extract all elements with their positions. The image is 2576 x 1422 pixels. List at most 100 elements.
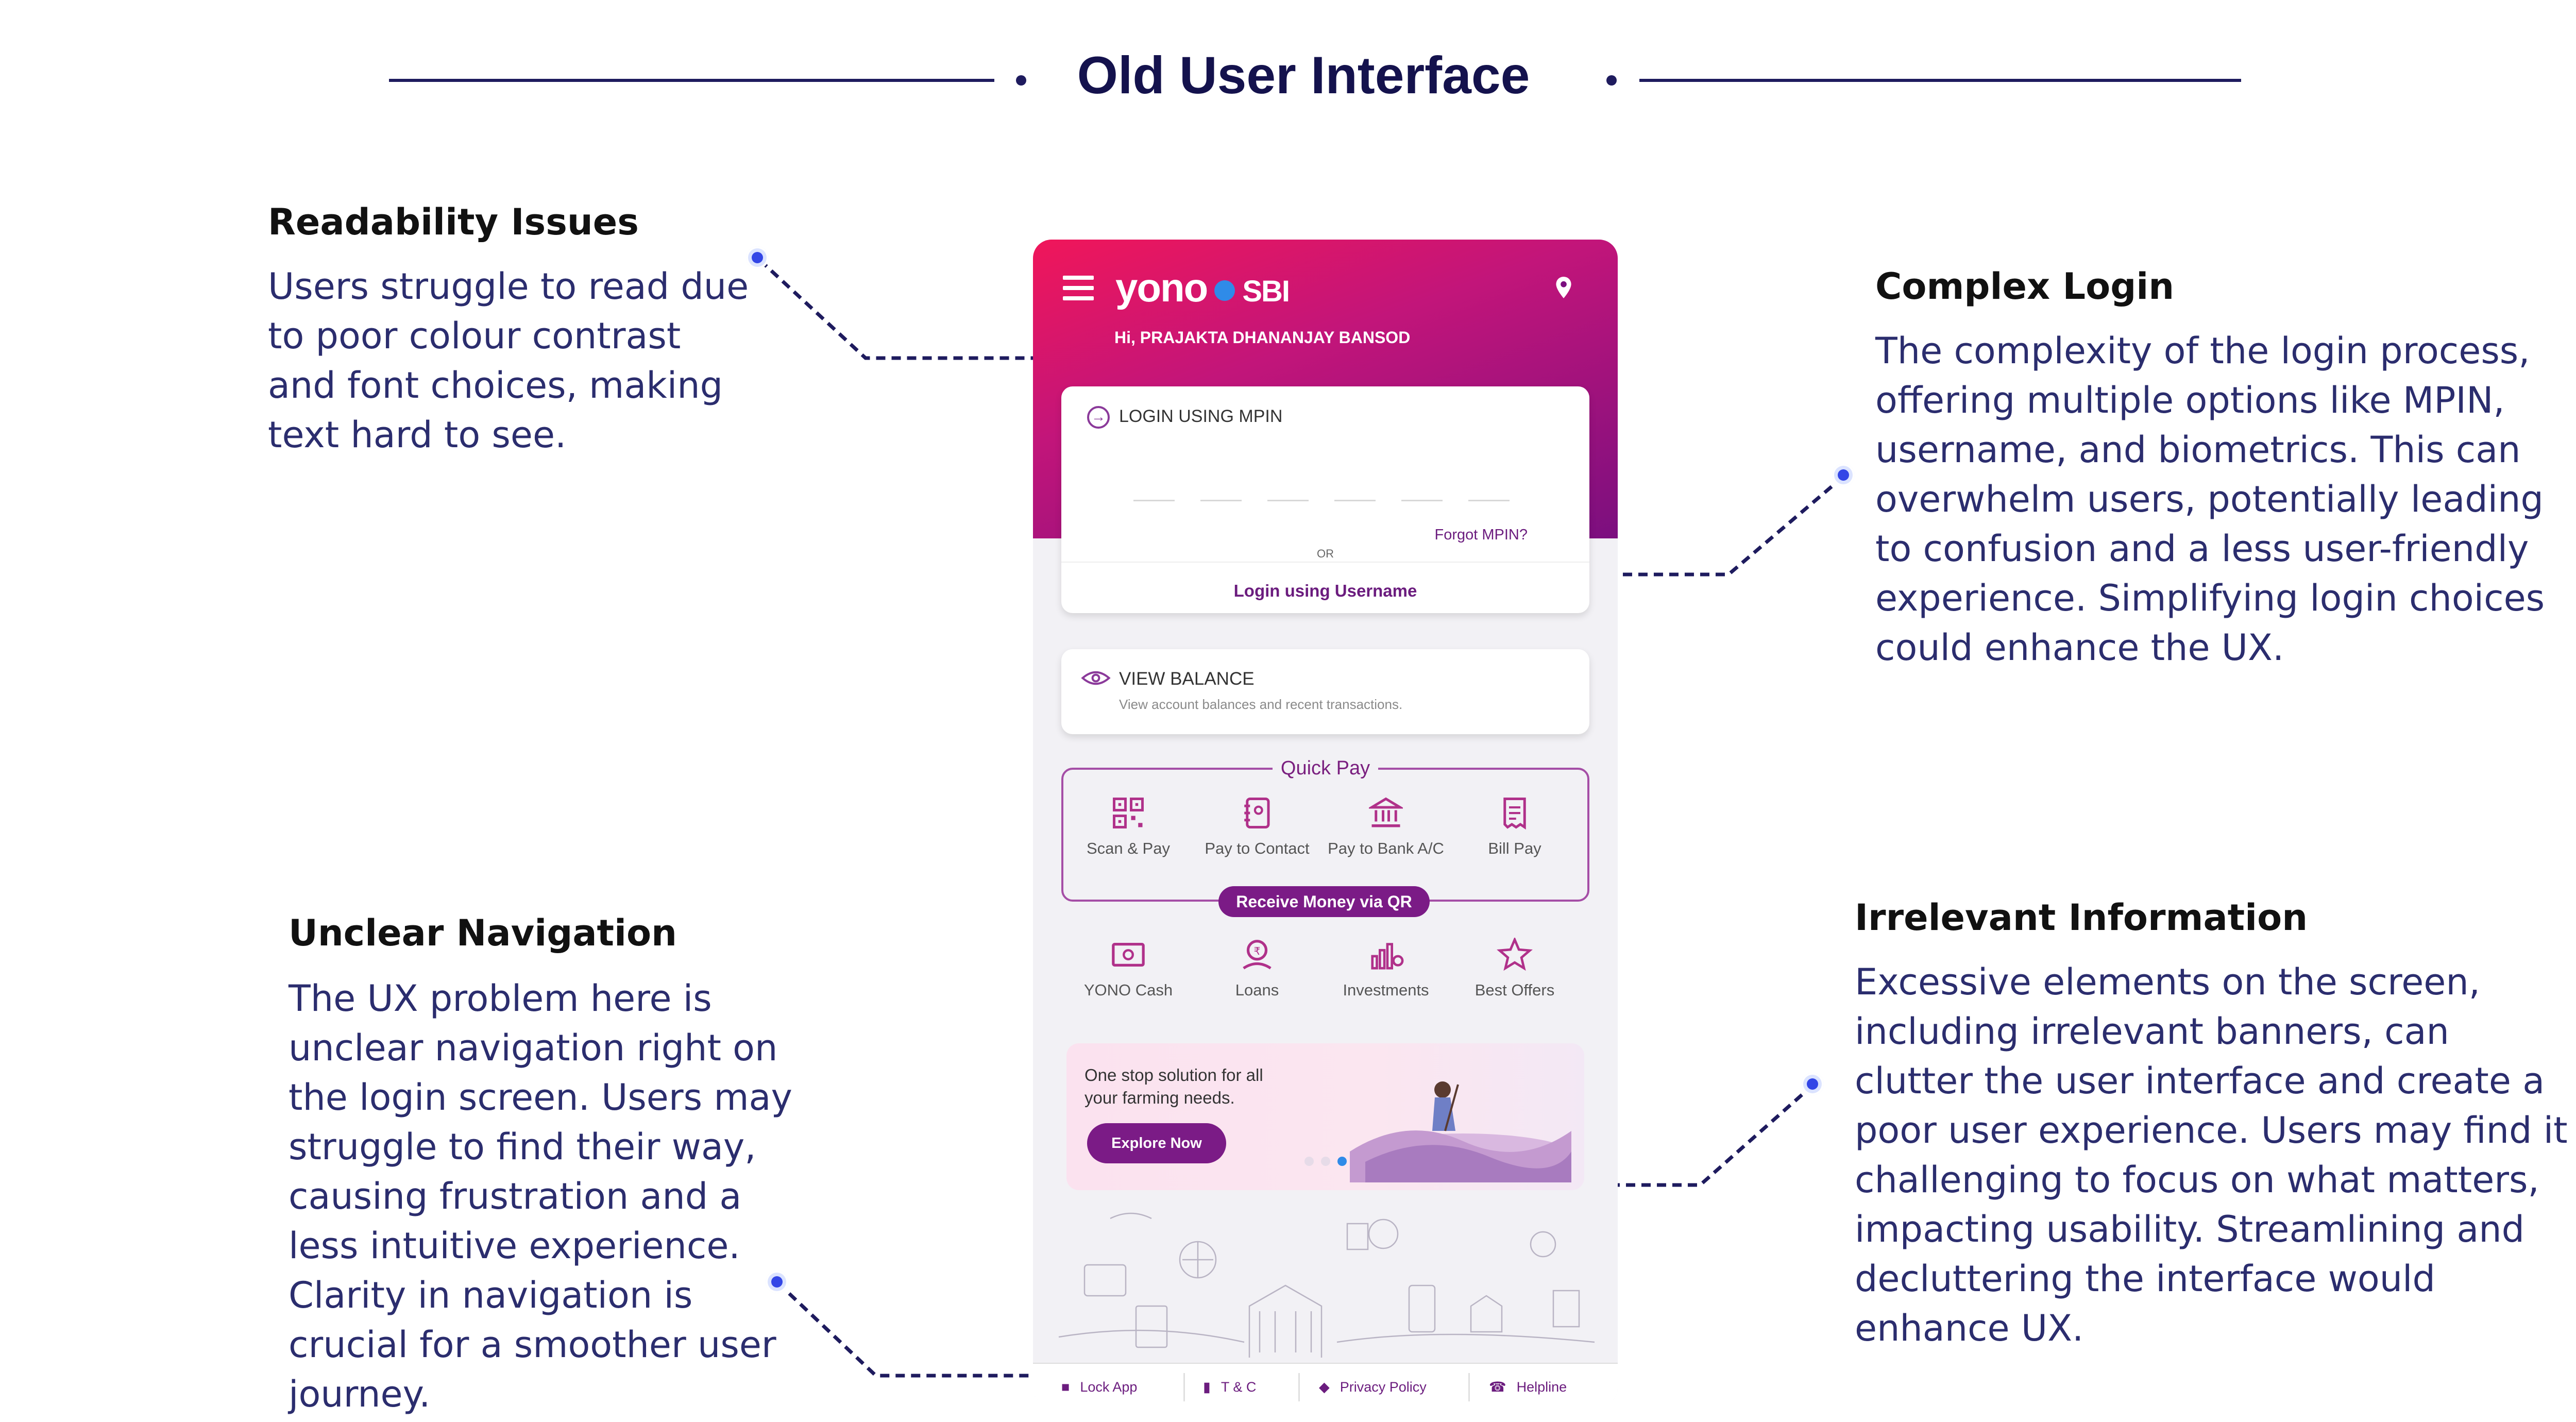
footer-separator xyxy=(1183,1373,1185,1401)
navigation-line: journey. xyxy=(289,1373,431,1415)
tile-label: Bill Pay xyxy=(1488,839,1541,857)
bill-icon xyxy=(1503,798,1526,830)
hamburger-icon[interactable] xyxy=(1063,276,1094,307)
irrelevant-line: Excessive elements on the screen, xyxy=(1855,961,2480,1003)
irrelevant-heading: Irrelevant Information xyxy=(1855,896,2308,939)
cash-icon xyxy=(1112,942,1145,967)
irrelevant-line: enhance UX. xyxy=(1855,1307,2084,1349)
complex-login-line: username, and biometrics. This can xyxy=(1875,429,2521,471)
footer-separator xyxy=(1468,1373,1470,1401)
mpin-digit-field[interactable] xyxy=(1468,500,1510,501)
readability-text: Users struggle to read due to poor colou… xyxy=(268,262,749,460)
navigation-line: crucial for a smoother user xyxy=(289,1324,776,1366)
footer-separator xyxy=(1298,1373,1300,1401)
investments-tile[interactable]: Investments xyxy=(1327,938,1445,1000)
receive-money-qr-button[interactable]: Receive Money via QR xyxy=(1218,886,1430,917)
explore-now-button[interactable]: Explore Now xyxy=(1087,1123,1226,1163)
complex-login-line: to confusion and a less user-friendly xyxy=(1875,528,2529,570)
navigation-line: Clarity in navigation is xyxy=(289,1274,693,1316)
carousel-dots[interactable] xyxy=(1033,1157,1618,1169)
eye-icon xyxy=(1081,671,1111,685)
banner-line: your farming needs. xyxy=(1084,1088,1235,1107)
login-card: → LOGIN USING MPIN Forgot MPIN? OR Login … xyxy=(1061,386,1589,613)
mpin-digit-field[interactable] xyxy=(1334,500,1376,501)
marker-readability xyxy=(746,246,769,269)
footer-label: Helpline xyxy=(1516,1379,1567,1395)
navigation-heading: Unclear Navigation xyxy=(289,912,677,954)
complex-login-text: The complexity of the login process, off… xyxy=(1875,326,2545,672)
document-icon: ▮ xyxy=(1203,1379,1211,1395)
tile-label: Scan & Pay xyxy=(1087,839,1170,857)
navigation-line: unclear navigation right on xyxy=(289,1027,778,1069)
marker-irrelevant-info xyxy=(1801,1073,1824,1095)
view-balance-card[interactable]: VIEW BALANCE View account balances and r… xyxy=(1061,649,1589,734)
privacy-policy-button[interactable]: ◆Privacy Policy xyxy=(1319,1379,1427,1395)
readability-heading: Readability Issues xyxy=(268,201,639,243)
mpin-digit-field[interactable] xyxy=(1267,500,1309,501)
svg-text:₹: ₹ xyxy=(1254,945,1261,957)
quick-pay-title: Quick Pay xyxy=(1272,757,1379,779)
location-pin-icon[interactable] xyxy=(1551,275,1577,300)
readability-line: Users struggle to read due xyxy=(268,265,749,308)
readability-line: and font choices, making xyxy=(268,364,723,407)
irrelevant-line: including irrelevant banners, can xyxy=(1855,1010,2449,1053)
view-balance-subtitle: View account balances and recent transac… xyxy=(1119,697,1403,712)
bank-icon xyxy=(1369,797,1403,827)
scan-and-pay-tile[interactable]: Scan & Pay xyxy=(1069,796,1188,858)
title-dot-left xyxy=(1016,75,1026,86)
loan-icon: ₹ xyxy=(1243,940,1272,970)
banner-text: One stop solution for all your farming n… xyxy=(1084,1064,1263,1109)
best-offers-tile[interactable]: Best Offers xyxy=(1455,938,1574,1000)
login-mpin-heading: → LOGIN USING MPIN xyxy=(1087,406,1282,429)
loans-tile[interactable]: ₹ Loans xyxy=(1198,938,1316,1000)
logo-text: yono xyxy=(1115,265,1208,310)
doodle-illustration xyxy=(1058,1212,1595,1358)
bill-pay-tile[interactable]: Bill Pay xyxy=(1455,796,1574,858)
navigation-text: The UX problem here is unclear navigatio… xyxy=(289,974,792,1419)
phone-icon: ☎ xyxy=(1489,1379,1506,1395)
irrelevant-text: Excessive elements on the screen, includ… xyxy=(1855,957,2568,1353)
qr-code-icon xyxy=(1113,798,1144,828)
navigation-line: struggle to find their way, xyxy=(289,1126,756,1168)
footer-label: T & C xyxy=(1221,1379,1257,1395)
login-username-link[interactable]: Login using Username xyxy=(1233,581,1417,600)
pay-to-contact-tile[interactable]: Pay to Contact xyxy=(1198,796,1316,858)
lock-app-button[interactable]: ■ Lock App xyxy=(1061,1379,1137,1395)
sbi-keyhole-icon xyxy=(1214,280,1235,301)
arrow-circle-icon: → xyxy=(1087,406,1110,429)
irrelevant-line: clutter the user interface and create a xyxy=(1855,1060,2545,1102)
navigation-line: the login screen. Users may xyxy=(289,1076,792,1119)
yono-cash-tile[interactable]: YONO Cash xyxy=(1069,938,1188,1000)
mpin-digit-field[interactable] xyxy=(1200,500,1242,501)
banner-line: One stop solution for all xyxy=(1084,1065,1263,1085)
lock-icon: ■ xyxy=(1061,1379,1070,1395)
investment-chart-icon xyxy=(1371,943,1404,970)
readability-line: text hard to see. xyxy=(268,414,567,456)
marker-navigation xyxy=(766,1271,788,1293)
footer-label: Lock App xyxy=(1080,1379,1138,1395)
mpin-digit-field[interactable] xyxy=(1133,500,1175,501)
pay-to-bank-tile[interactable]: Pay to Bank A/C xyxy=(1327,796,1445,858)
complex-login-line: overwhelm users, potentially leading xyxy=(1875,478,2544,520)
irrelevant-line: impacting usability. Streamlining and xyxy=(1855,1208,2525,1250)
view-balance-title: VIEW BALANCE xyxy=(1119,669,1255,689)
marker-complex-login xyxy=(1832,464,1855,486)
title-line-left xyxy=(389,79,994,82)
divider xyxy=(1061,562,1589,563)
or-divider: OR xyxy=(1317,547,1334,560)
title-line-right xyxy=(1639,79,2241,82)
complex-login-line: offering multiple options like MPIN, xyxy=(1875,379,2505,421)
login-mpin-label: LOGIN USING MPIN xyxy=(1119,406,1283,426)
navigation-line: less intuitive experience. xyxy=(289,1225,740,1267)
contact-book-icon xyxy=(1244,798,1270,828)
mpin-digit-field[interactable] xyxy=(1401,500,1443,501)
terms-button[interactable]: ▮ T & C xyxy=(1203,1379,1256,1395)
irrelevant-line: poor user experience. Users may find it xyxy=(1855,1109,2568,1152)
forgot-mpin-link[interactable]: Forgot MPIN? xyxy=(1434,527,1528,543)
helpline-button[interactable]: ☎ Helpline xyxy=(1489,1379,1567,1395)
irrelevant-line: challenging to focus on what matters, xyxy=(1855,1159,2539,1201)
shield-icon: ◆ xyxy=(1319,1379,1330,1395)
